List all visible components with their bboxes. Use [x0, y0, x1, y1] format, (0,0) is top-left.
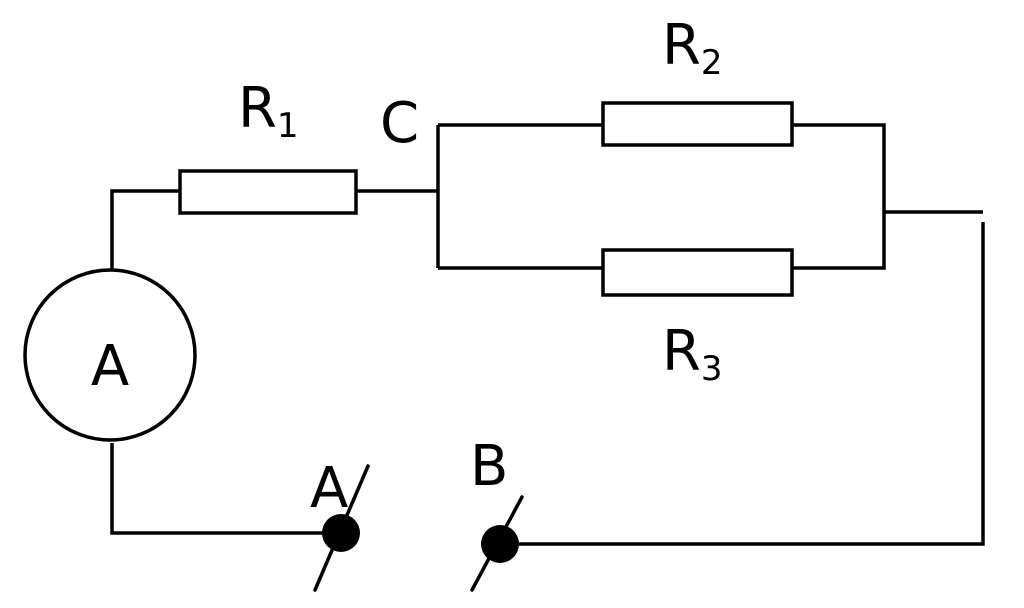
wire-r2-to-right-bus	[792, 123, 886, 270]
terminal-b-dot	[481, 525, 519, 563]
label-terminal-b: B	[470, 434, 508, 499]
label-r1-sub: 1	[277, 106, 299, 146]
wires	[110, 123, 985, 546]
label-r3-letter: R	[662, 319, 701, 384]
resistor-r1	[178, 169, 358, 215]
wire-ammeter-to-terminal-a	[110, 443, 342, 535]
label-r1: R1	[238, 76, 299, 146]
terminal-a-dot	[322, 514, 360, 552]
label-r3: R3	[662, 319, 723, 389]
resistor-r3	[601, 248, 794, 297]
label-r2-letter: R	[662, 13, 701, 78]
label-r3-sub: 3	[701, 349, 723, 389]
label-terminal-a: A	[310, 456, 348, 521]
label-r1-letter: R	[238, 76, 277, 141]
label-r2: R2	[662, 13, 723, 83]
wire-right-return	[500, 222, 985, 546]
label-r2-sub: 2	[701, 43, 723, 83]
resistor-r2	[601, 101, 794, 147]
label-ammeter: A	[91, 334, 129, 399]
wire-ammeter-to-r1	[110, 189, 180, 270]
label-node-c: C	[380, 91, 419, 156]
ammeter	[23, 268, 197, 442]
